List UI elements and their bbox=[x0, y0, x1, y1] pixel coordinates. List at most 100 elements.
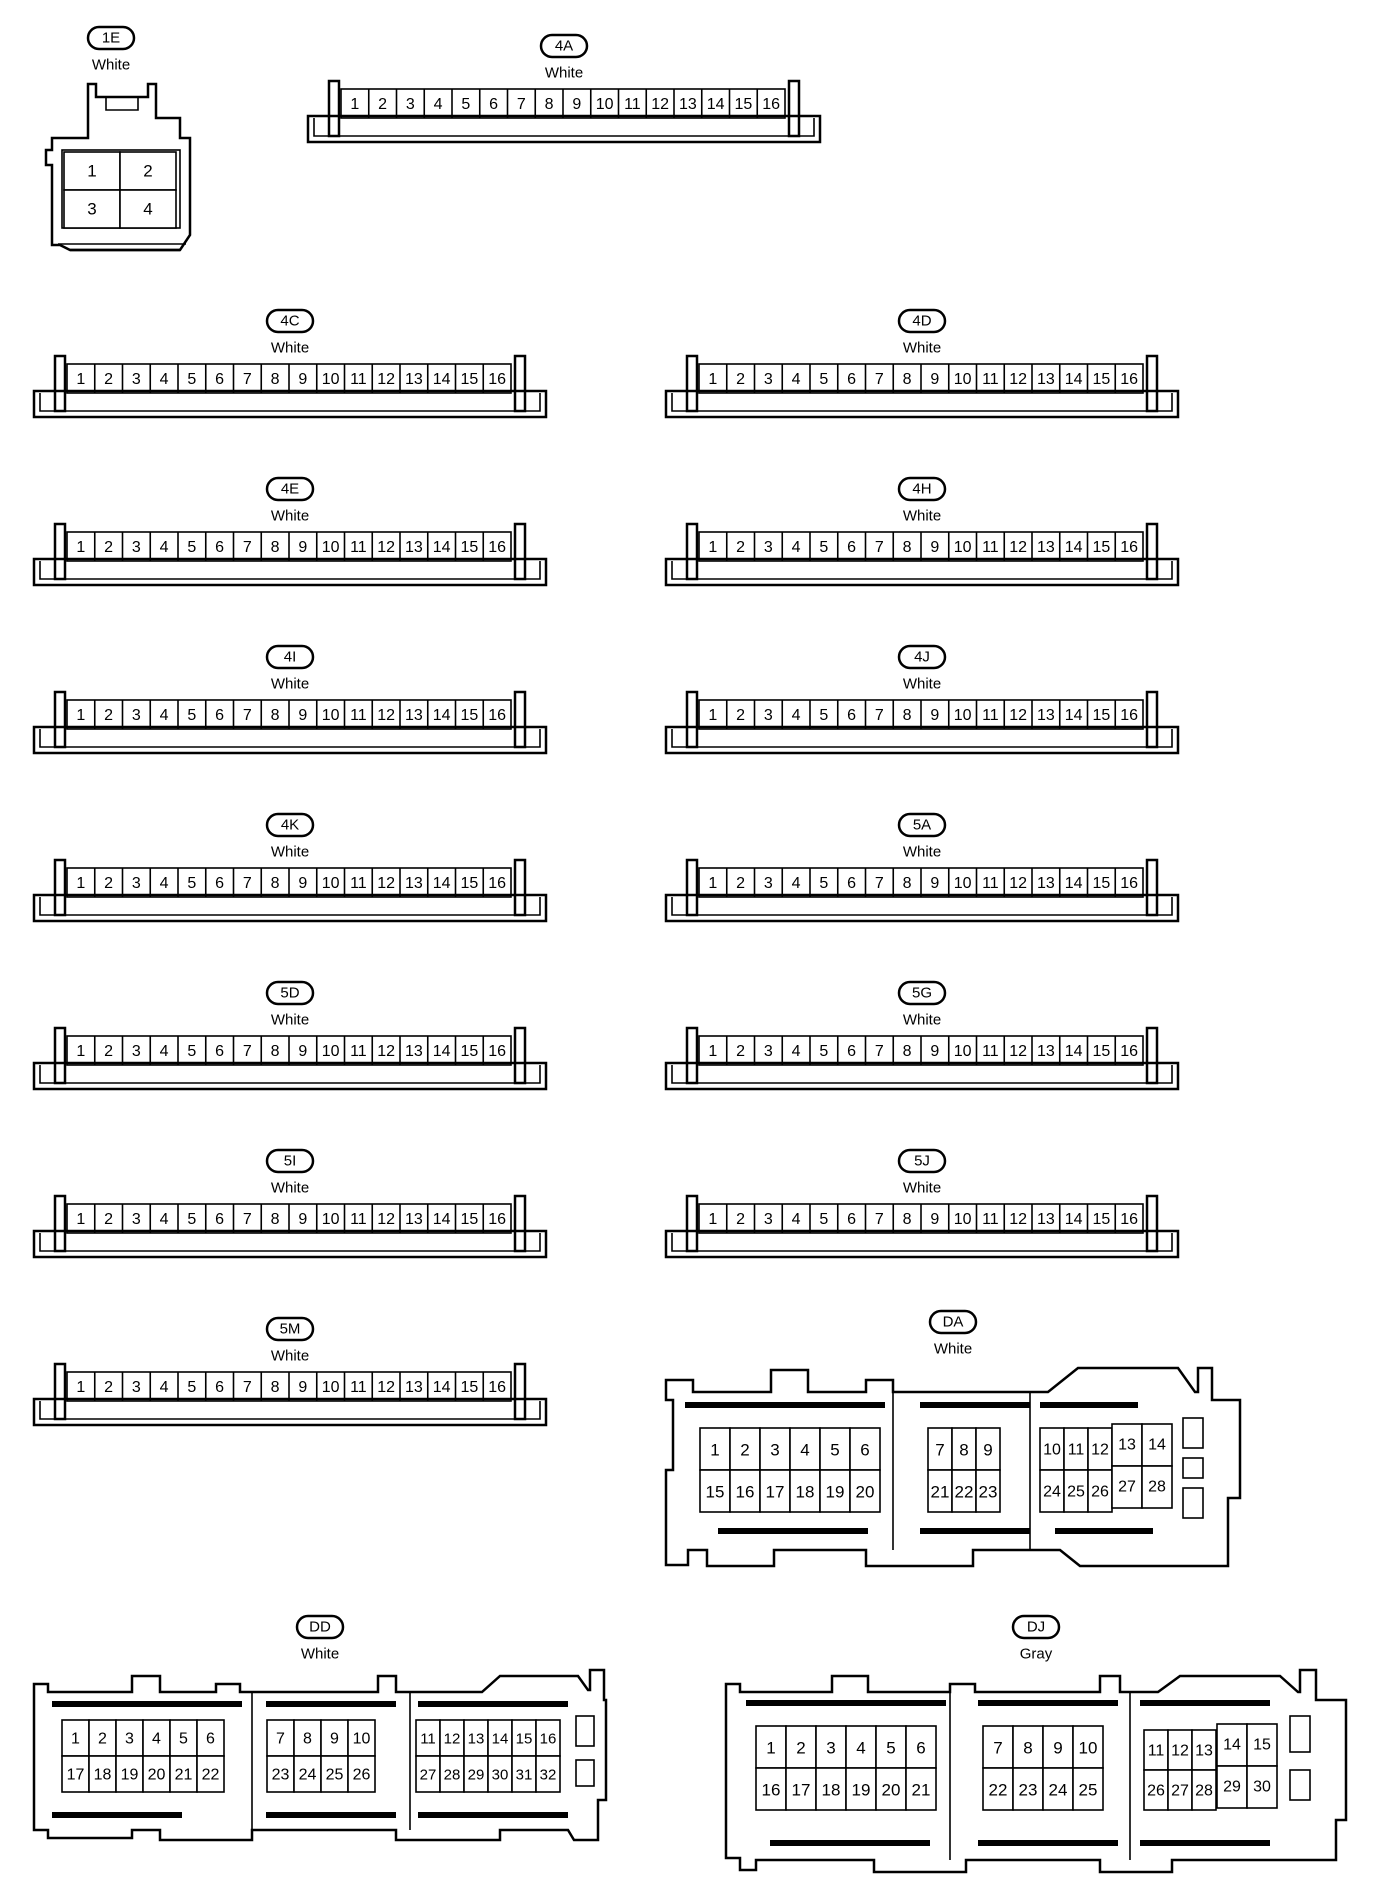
pin-number: 19 bbox=[852, 1781, 871, 1800]
pin-number: 15 bbox=[460, 539, 478, 556]
connector-base-inner bbox=[671, 393, 1173, 412]
pin-number: 13 bbox=[405, 371, 423, 388]
connector-base bbox=[32, 1229, 548, 1259]
pin-cell bbox=[415, 1755, 441, 1793]
pin-number: 2 bbox=[104, 707, 113, 724]
pin-cell bbox=[415, 1719, 441, 1757]
pin-number: 11 bbox=[350, 1043, 367, 1060]
connector-end-post bbox=[513, 522, 527, 581]
connector-color: White bbox=[903, 844, 941, 861]
pin-number: 6 bbox=[847, 875, 856, 892]
housing-rib bbox=[920, 1402, 1030, 1408]
pin-cell bbox=[905, 1725, 937, 1769]
pin-number: 8 bbox=[271, 1379, 280, 1396]
pin-number: 10 bbox=[322, 1379, 340, 1396]
pin-number: 2 bbox=[736, 539, 745, 556]
pin-number: 4 bbox=[792, 371, 801, 388]
pin-cell bbox=[785, 1767, 817, 1811]
connector-id: 4C bbox=[280, 313, 299, 330]
pin-number: 26 bbox=[353, 1767, 371, 1784]
pin-number: 1 bbox=[76, 1043, 85, 1060]
connector-end-post bbox=[53, 690, 67, 749]
connector-id: 5G bbox=[912, 985, 932, 1002]
pin-number: 13 bbox=[1037, 707, 1055, 724]
connector-id: DJ bbox=[1027, 1619, 1045, 1636]
pin-number: 15 bbox=[460, 875, 478, 892]
pin-number: 9 bbox=[930, 371, 939, 388]
pin-number: 8 bbox=[271, 539, 280, 556]
pin-cell bbox=[1141, 1423, 1173, 1467]
pin-number: 14 bbox=[1065, 707, 1083, 724]
connector-end-post bbox=[685, 1026, 699, 1085]
pin-cell bbox=[905, 1767, 937, 1811]
pin-cell bbox=[347, 1755, 376, 1793]
pin-number: 7 bbox=[993, 1739, 1002, 1758]
pin-number: 11 bbox=[1068, 1442, 1085, 1459]
connector-base-inner bbox=[313, 118, 815, 137]
pin-number: 5 bbox=[187, 875, 196, 892]
pin-number: 13 bbox=[1037, 875, 1055, 892]
pin-number: 11 bbox=[350, 707, 367, 724]
pin-number: 8 bbox=[903, 1043, 912, 1060]
pin-number: 4 bbox=[856, 1739, 865, 1758]
pin-number: 10 bbox=[322, 1211, 340, 1228]
pin-cell bbox=[1072, 1725, 1104, 1769]
pin-cell bbox=[789, 1469, 821, 1513]
pin-number: 11 bbox=[982, 875, 999, 892]
pin-number: 12 bbox=[377, 1211, 395, 1228]
pin-number: 6 bbox=[847, 707, 856, 724]
connector-color: White bbox=[903, 676, 941, 693]
connector-base bbox=[664, 1061, 1180, 1091]
pin-number: 30 bbox=[1253, 1779, 1271, 1796]
connector-end-post bbox=[1145, 690, 1159, 749]
pin-number: 7 bbox=[517, 96, 526, 113]
pin-number: 11 bbox=[420, 1731, 436, 1748]
pin-number: 11 bbox=[1148, 1743, 1165, 1760]
pin-number: 10 bbox=[954, 1043, 972, 1060]
pin-number: 8 bbox=[903, 875, 912, 892]
pin-cell bbox=[169, 1755, 198, 1793]
pin-number: 16 bbox=[488, 875, 506, 892]
pin-number: 2 bbox=[104, 1379, 113, 1396]
pin-number: 14 bbox=[1065, 875, 1083, 892]
pin-cell bbox=[1191, 1769, 1217, 1811]
pin-number: 3 bbox=[132, 1379, 141, 1396]
pin-number: 8 bbox=[903, 371, 912, 388]
connector-base-inner bbox=[671, 1065, 1173, 1084]
pin-number: 25 bbox=[1067, 1484, 1085, 1501]
pin-number: 3 bbox=[132, 1211, 141, 1228]
connector-id: 4E bbox=[281, 481, 299, 498]
connector-base-inner bbox=[39, 1065, 541, 1084]
pin-number: 13 bbox=[405, 707, 423, 724]
pin-number: 2 bbox=[736, 875, 745, 892]
pin-number: 15 bbox=[734, 96, 752, 113]
pin-cell bbox=[487, 1755, 513, 1793]
pin-number: 18 bbox=[822, 1781, 841, 1800]
pin-number: 15 bbox=[516, 1731, 533, 1748]
pin-number: 3 bbox=[132, 875, 141, 892]
pin-number: 4 bbox=[160, 1211, 169, 1228]
pin-number: 16 bbox=[488, 1211, 506, 1228]
connector-base-inner bbox=[671, 897, 1173, 916]
pin-number: 29 bbox=[1223, 1779, 1241, 1796]
pin-number: 10 bbox=[954, 875, 972, 892]
connector-id-badge bbox=[539, 33, 589, 59]
connector-base bbox=[32, 389, 548, 419]
pin-number: 20 bbox=[882, 1781, 901, 1800]
pin-number: 4 bbox=[800, 1441, 809, 1460]
pin-number: 7 bbox=[276, 1731, 285, 1748]
pin-number: 7 bbox=[243, 1211, 252, 1228]
pin-number: 1 bbox=[87, 162, 96, 181]
pin-number: 18 bbox=[94, 1767, 112, 1784]
pin-number: 3 bbox=[87, 200, 96, 219]
housing-tab bbox=[575, 1759, 595, 1787]
housing-rib bbox=[746, 1700, 946, 1706]
pin-number: 13 bbox=[468, 1731, 485, 1748]
pin-number: 1 bbox=[76, 1379, 85, 1396]
pin-cell bbox=[115, 1719, 144, 1757]
pin-number: 15 bbox=[460, 1211, 478, 1228]
